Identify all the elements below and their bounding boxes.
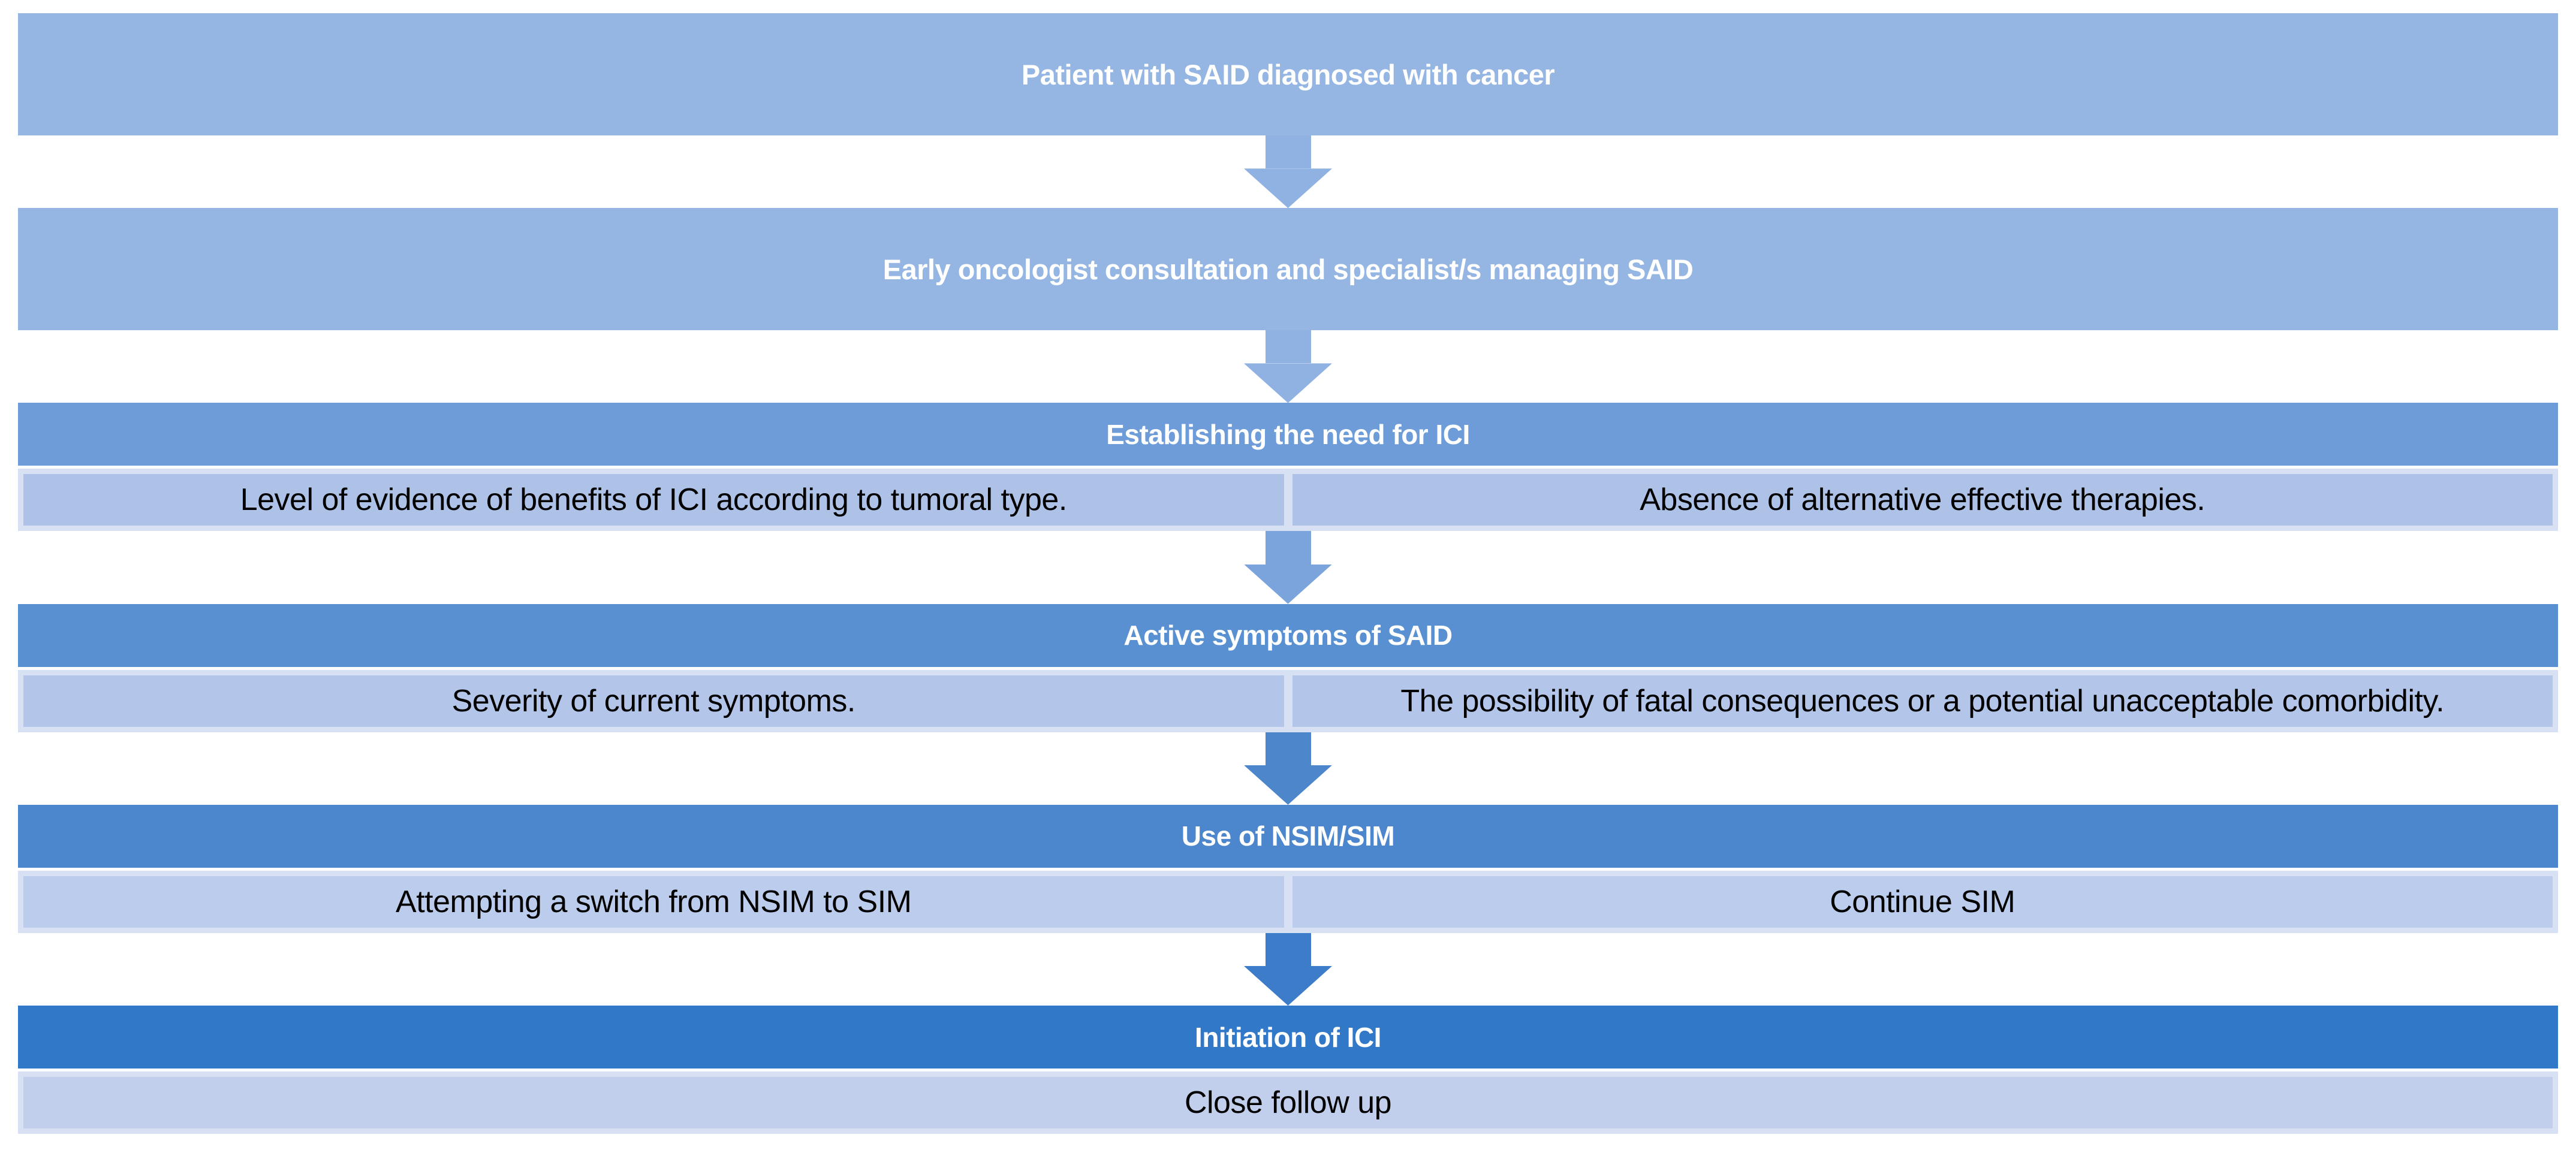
step-bar-patient: Patient with SAID diagnosed with cancer bbox=[18, 13, 2558, 135]
section-cells-initiation-ici: Close follow up bbox=[18, 1071, 2558, 1134]
section-header-active-symptoms: Active symptoms of SAID bbox=[18, 603, 2558, 667]
section-header-need-for-ici: Establishing the need for ICI bbox=[18, 403, 2558, 466]
down-arrow-4-stem bbox=[1265, 732, 1311, 765]
down-arrow-5-icon bbox=[1244, 966, 1332, 1006]
down-arrow-1-stem bbox=[1265, 135, 1311, 169]
cell-absence-alternatives: Absence of alternative effective therapi… bbox=[1292, 474, 2553, 526]
section-header-initiation-ici: Initiation of ICI bbox=[18, 1006, 2558, 1069]
cell-severity-symptoms: Severity of current symptoms. bbox=[23, 675, 1284, 727]
down-arrow-1-icon bbox=[1244, 168, 1332, 209]
section-header-use-nsim-sim: Use of NSIM/SIM bbox=[18, 804, 2558, 868]
cell-fatal-consequences: The possibility of fatal consequences or… bbox=[1292, 675, 2553, 727]
section-cells-use-nsim-sim: Attempting a switch from NSIM to SIM Con… bbox=[18, 870, 2558, 933]
down-arrow-2-stem bbox=[1265, 330, 1311, 364]
cell-switch-nsim-to-sim: Attempting a switch from NSIM to SIM bbox=[23, 876, 1284, 928]
down-arrow-2 bbox=[18, 330, 2558, 403]
down-arrow-5-stem bbox=[1265, 932, 1311, 967]
down-arrow-1 bbox=[18, 135, 2558, 209]
down-arrow-4-icon bbox=[1244, 765, 1332, 805]
cell-level-of-evidence: Level of evidence of benefits of ICI acc… bbox=[23, 474, 1284, 526]
down-arrow-4 bbox=[18, 732, 2558, 805]
down-arrow-5 bbox=[18, 932, 2558, 1006]
section-cells-need-for-ici: Level of evidence of benefits of ICI acc… bbox=[18, 469, 2558, 532]
cell-continue-sim: Continue SIM bbox=[1292, 876, 2553, 928]
step-bar-consultation: Early oncologist consultation and specia… bbox=[18, 208, 2558, 331]
cell-close-follow-up: Close follow up bbox=[23, 1077, 2553, 1129]
down-arrow-2-icon bbox=[1244, 363, 1332, 403]
down-arrow-3-stem bbox=[1265, 531, 1311, 565]
section-cells-active-symptoms: Severity of current symptoms. The possib… bbox=[18, 669, 2558, 732]
down-arrow-3 bbox=[18, 531, 2558, 604]
down-arrow-3-icon bbox=[1244, 564, 1332, 604]
